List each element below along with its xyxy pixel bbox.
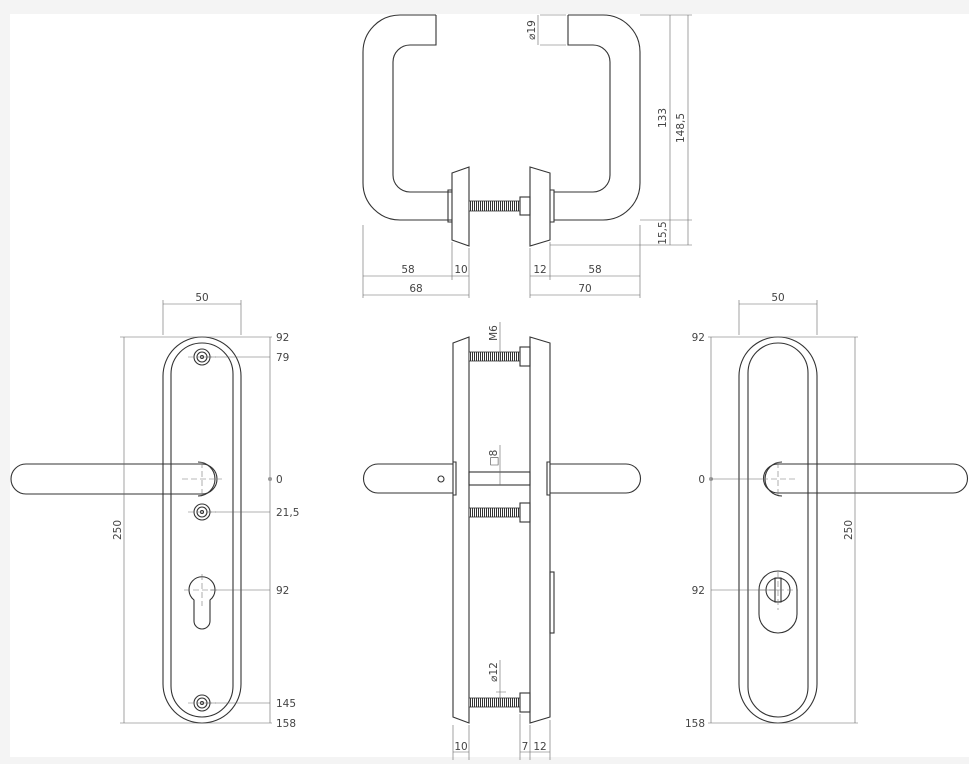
dim-148-5: 148,5 xyxy=(675,113,687,143)
right-front-view: 50 250 92 0 92 158 xyxy=(685,292,968,730)
left-dimension-lines xyxy=(120,300,272,724)
dim-10-side: 10 xyxy=(454,741,467,753)
dim-58-left: 58 xyxy=(401,264,414,276)
bolt-head xyxy=(519,346,531,367)
center-lines xyxy=(182,356,222,704)
spindle xyxy=(468,471,531,486)
dim-15-5: 15,5 xyxy=(657,221,669,244)
side-dimension-lines xyxy=(452,322,551,760)
bolt-thread xyxy=(468,697,521,708)
left-front-view: 50 250 92 79 0 21,5 92 145 158 xyxy=(10,292,299,730)
dim-58-right: 58 xyxy=(588,264,601,276)
right-lever xyxy=(546,461,641,496)
mark-145: 145 xyxy=(276,698,296,710)
dim-length-250: 250 xyxy=(112,520,124,540)
cylinder-escutcheon xyxy=(758,570,798,634)
backplate-outer xyxy=(738,336,818,724)
right-plate xyxy=(529,336,551,724)
dim-70: 70 xyxy=(578,283,591,295)
label-diameter-12: ⌀12 xyxy=(488,662,500,682)
mark-158: 158 xyxy=(276,718,296,730)
dim-133: 133 xyxy=(657,108,669,128)
left-handle-tube xyxy=(362,14,452,221)
right-rose xyxy=(529,166,555,247)
backplate-inner xyxy=(170,342,234,718)
mark-92-keyhole: 92 xyxy=(276,585,289,597)
cylinder-cover xyxy=(549,571,555,634)
left-rose xyxy=(447,166,470,247)
bolt-thread xyxy=(468,351,521,362)
mark-158: 158 xyxy=(685,718,705,730)
grub-screw-icon xyxy=(437,475,445,483)
dim-12-right: 12 xyxy=(533,264,546,276)
top-view: ⌀19 133 148,5 15,5 58 10 68 12 58 70 xyxy=(362,14,692,298)
dim-width-50: 50 xyxy=(195,292,208,304)
backplate-inner xyxy=(747,342,809,718)
side-view: M6 □8 ⌀12 10 7 12 xyxy=(363,322,641,760)
left-plate xyxy=(452,336,470,724)
label-square-8: □8 xyxy=(488,450,500,467)
lever-handle xyxy=(763,463,968,494)
drawing-sheet xyxy=(10,14,969,757)
dim-width-50: 50 xyxy=(771,292,784,304)
dim-12-side: 12 xyxy=(533,741,546,753)
top-dimension-lines xyxy=(362,14,692,298)
spindle-thread xyxy=(468,200,521,212)
mark-79: 79 xyxy=(276,352,289,364)
right-dimension-lines xyxy=(708,300,858,724)
keyhole xyxy=(188,576,216,630)
dim-length-250: 250 xyxy=(843,520,855,540)
right-handle-tube xyxy=(554,14,641,221)
dim-diameter-19: ⌀19 xyxy=(526,20,538,40)
spindle-nut xyxy=(519,196,531,216)
mark-0: 0 xyxy=(698,474,705,486)
bolt-head xyxy=(519,692,531,713)
datum-dot xyxy=(268,477,272,481)
dim-68: 68 xyxy=(409,283,422,295)
bolt-thread xyxy=(468,507,521,518)
left-lever xyxy=(363,461,457,496)
bolt-head xyxy=(519,502,531,523)
center-lines xyxy=(760,462,798,610)
mark-92-keyhole: 92 xyxy=(692,585,705,597)
dim-10-left: 10 xyxy=(454,264,467,276)
label-m6: M6 xyxy=(488,325,500,341)
backplate-outer xyxy=(162,336,242,724)
mark-0: 0 xyxy=(276,474,283,486)
dim-7-side: 7 xyxy=(522,741,529,753)
mark-92-top: 92 xyxy=(692,332,705,344)
mark-92-top: 92 xyxy=(276,332,289,344)
mark-21-5: 21,5 xyxy=(276,507,299,519)
